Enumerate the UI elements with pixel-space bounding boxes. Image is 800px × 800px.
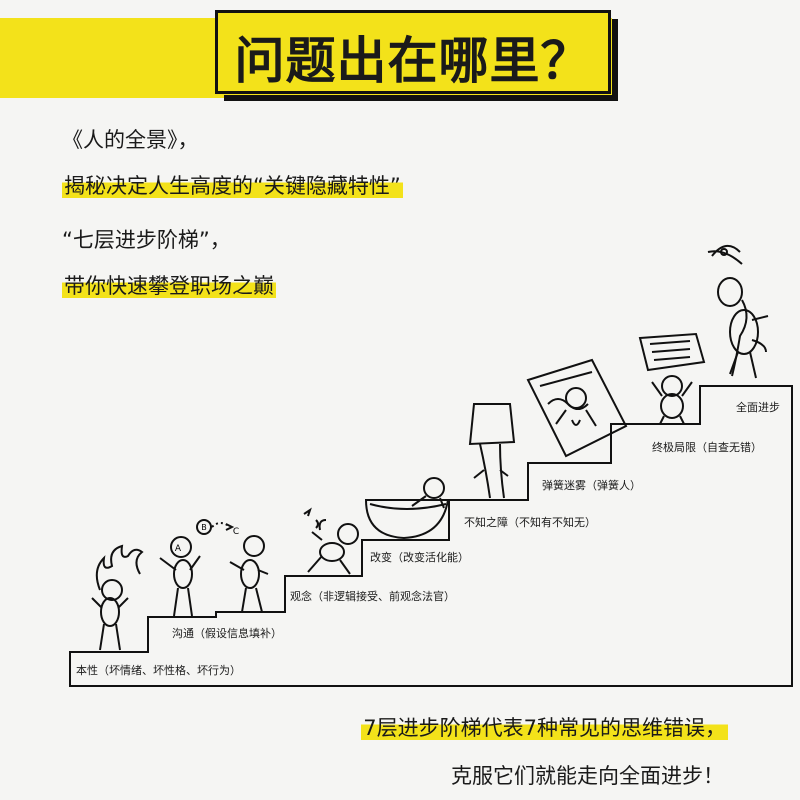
step-label-3: 观念（非逻辑接受、前观念法官） bbox=[290, 590, 455, 603]
angry-figure bbox=[91, 544, 144, 651]
intro-line-1: 《人的全景》， bbox=[62, 128, 199, 152]
step-label-1: 本性（坏情绪、坏性格、坏行为） bbox=[76, 664, 241, 677]
step-label-8: 全面进步 bbox=[736, 401, 780, 414]
dizzy-figure bbox=[303, 507, 359, 575]
intro-line-3: “七层进步阶梯”， bbox=[62, 228, 231, 252]
figure-mark-c: C bbox=[233, 527, 239, 537]
step-label-4: 改变（改变活化能） bbox=[370, 551, 469, 564]
page-title: 问题出在哪里？ bbox=[234, 32, 592, 90]
confident-figure bbox=[707, 245, 769, 379]
step-label-5: 不知之障（不知有不知无） bbox=[464, 516, 596, 529]
step-label-7: 终极局限（自查无错） bbox=[652, 441, 762, 454]
staircase-outline bbox=[69, 385, 793, 687]
bottom-line-1: 7层进步阶梯代表7种常见的思维错误， bbox=[361, 712, 728, 742]
intro-line-4-text: 带你快速攀登职场之巅 bbox=[62, 274, 276, 298]
trapped-spring-figure bbox=[526, 358, 628, 458]
communicating-figures bbox=[159, 519, 269, 617]
intro-line-2: 揭秘决定人生高度的“关键隐藏特性” bbox=[62, 172, 403, 200]
box-head-figure bbox=[468, 403, 516, 499]
title-box: 问题出在哪里？ bbox=[215, 10, 618, 101]
bottom-line-1-text: 7层进步阶梯代表7种常见的思维错误， bbox=[361, 716, 728, 740]
step-label-2: 沟通（假设信息填补） bbox=[172, 627, 282, 640]
figure-mark-b: B bbox=[201, 523, 207, 532]
bowl-figure bbox=[364, 477, 450, 540]
intro-line-2-text: 揭秘决定人生高度的“关键隐藏特性” bbox=[62, 174, 403, 198]
reading-figure bbox=[638, 332, 706, 425]
intro-line-4: 带你快速攀登职场之巅 bbox=[62, 272, 276, 300]
step-label-6: 弹簧迷雾（弹簧人） bbox=[542, 479, 641, 492]
bottom-line-2: 克服它们就能走向全面进步！ bbox=[451, 764, 724, 788]
figure-mark-a: A bbox=[175, 544, 182, 554]
